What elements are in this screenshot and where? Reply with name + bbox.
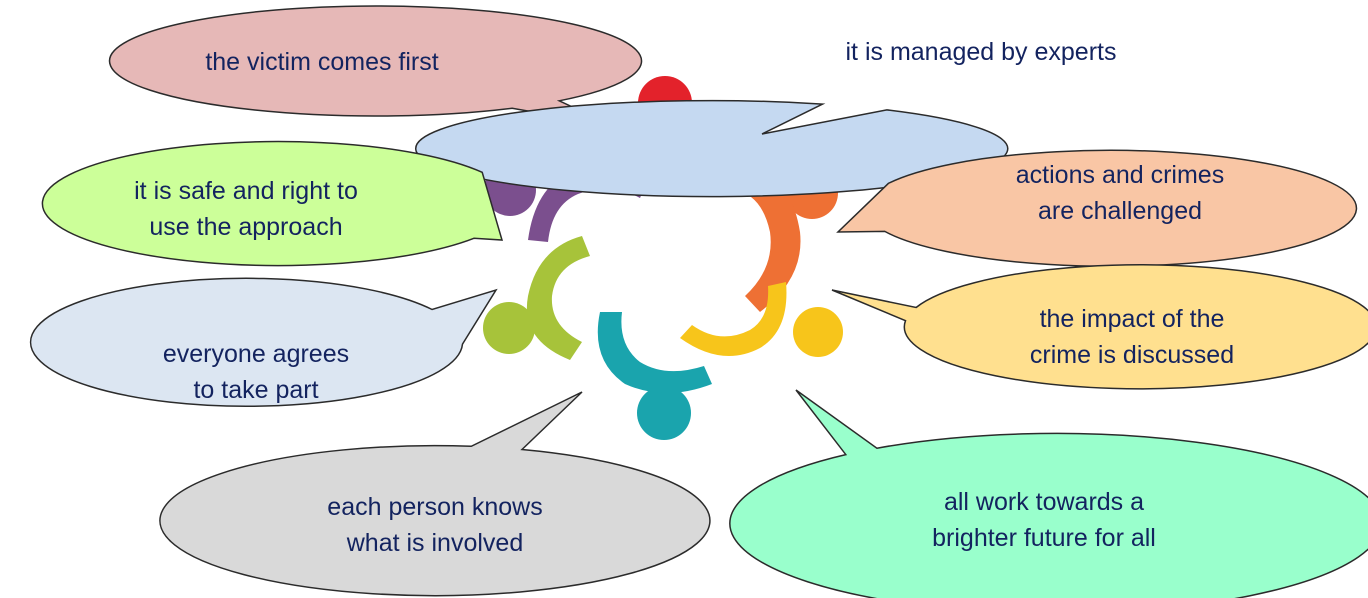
label-victim-first: the victim comes first <box>205 48 439 76</box>
bubble-victim-first <box>108 5 643 127</box>
person-yellow-icon <box>680 282 843 357</box>
bubble-impact-discussed <box>831 264 1368 390</box>
label-impact-discussed: the impact of the crime is discussed <box>1029 305 1235 369</box>
bubble-brighter-future <box>729 389 1368 598</box>
label-managed-by-experts: it is managed by experts <box>845 38 1117 66</box>
bubble-safe-and-right <box>41 140 504 267</box>
bubble-each-person-knows <box>159 391 711 597</box>
bubble-managed-by-experts <box>415 99 1009 198</box>
label-safe-and-right: it is safe and right to use the approach <box>134 177 358 241</box>
label-actions-challenged: actions and crimes are challenged <box>1015 161 1225 225</box>
person-green-icon <box>483 236 590 360</box>
person-teal-icon <box>597 312 712 440</box>
bubble-everyone-agrees <box>29 277 498 408</box>
label-each-person-knows: each person knows what is involved <box>327 493 543 557</box>
speech-bubbles <box>29 5 1368 598</box>
label-everyone-agrees: everyone agrees to take part <box>162 340 350 404</box>
label-brighter-future: all work towards a brighter future for a… <box>932 488 1156 552</box>
bubble-actions-challenged <box>836 149 1358 268</box>
